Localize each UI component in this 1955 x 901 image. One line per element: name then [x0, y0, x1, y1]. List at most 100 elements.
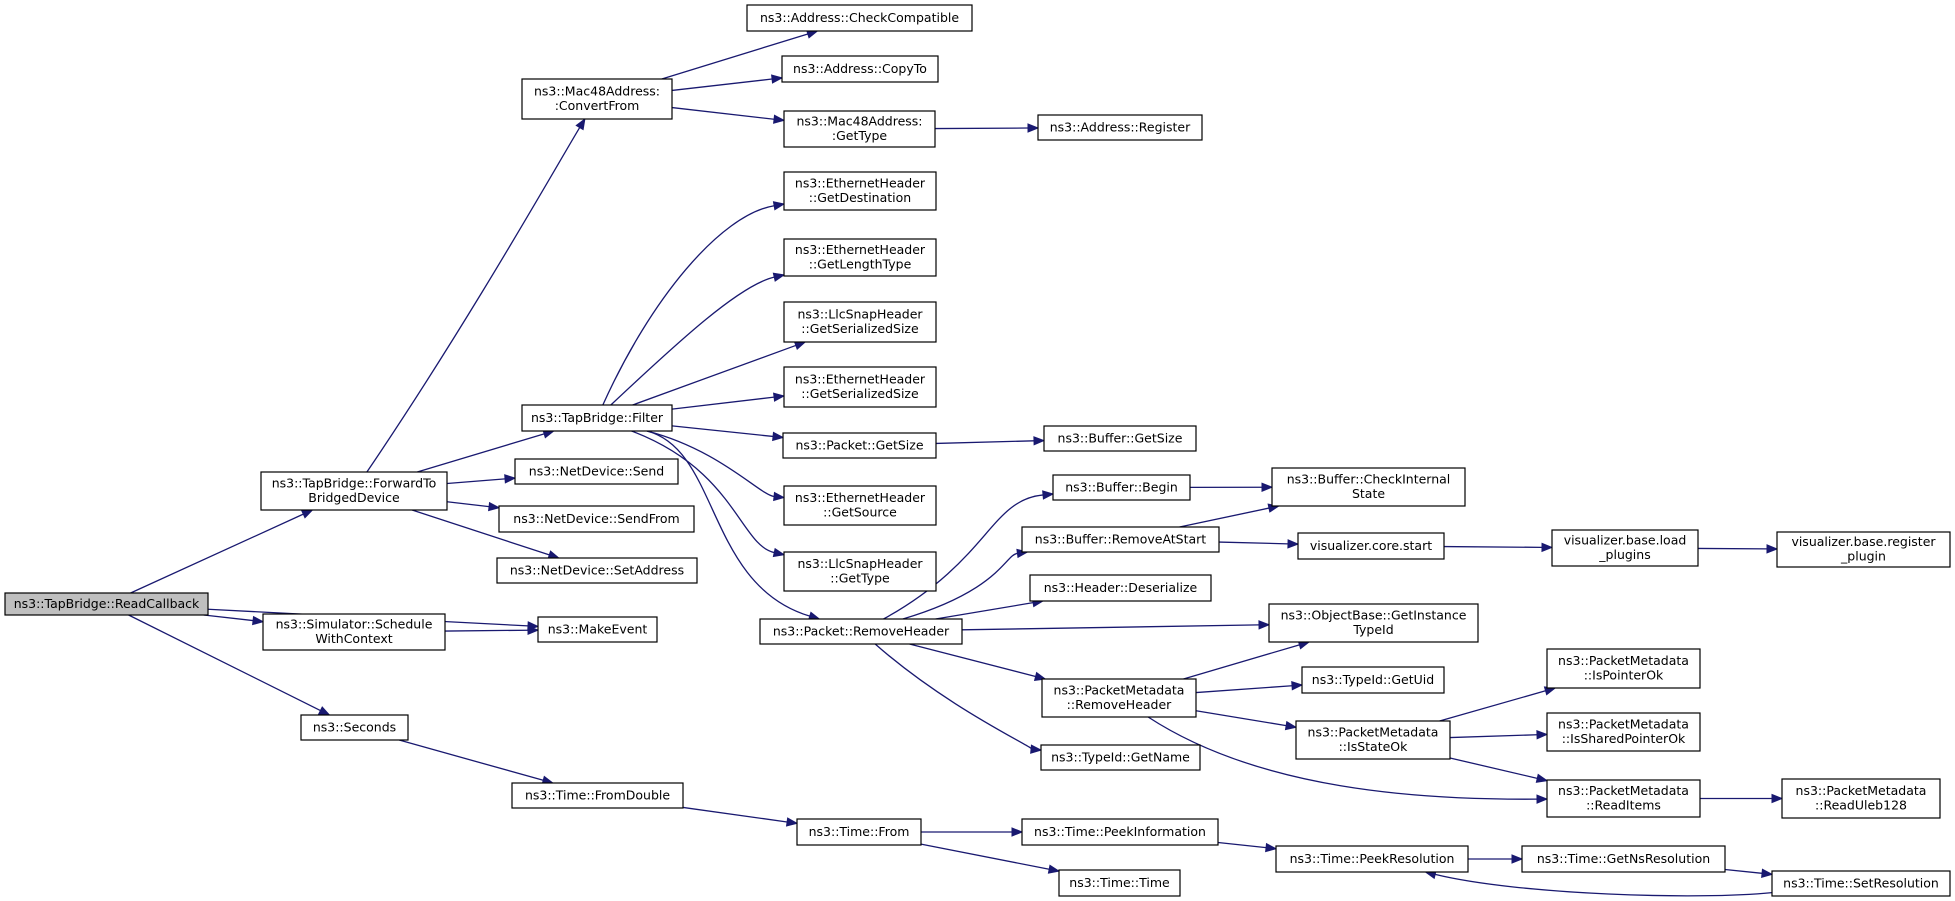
arrowhead	[1287, 539, 1300, 549]
edge-seconds-to-fromdouble	[398, 739, 555, 785]
call-graph-nodes: ns3::TapBridge::ReadCallback ns3::TapBrid…	[4, 4, 1951, 897]
node-copyto[interactable]: ns3::Address::CopyTo	[781, 55, 939, 83]
node-peekres[interactable]: ns3::Time::PeekResolution	[1275, 845, 1469, 873]
node-getdest[interactable]: ns3::EthernetHeader::GetDestination	[783, 171, 937, 211]
edge-filter-to-llcgettype	[631, 430, 786, 558]
node-label: ns3::NetDevice::SetAddress	[510, 562, 684, 577]
node-box	[498, 505, 695, 533]
node-label: ns3::Simulator::Schedule	[276, 617, 433, 632]
node-getsource[interactable]: ns3::EthernetHeader::GetSource	[783, 485, 937, 526]
node-pmremove[interactable]: ns3::PacketMetadata::RemoveHeader	[1041, 678, 1197, 718]
node-box	[1268, 603, 1479, 643]
edge-line	[1147, 716, 1538, 800]
node-box	[783, 485, 937, 526]
node-label: ::GetType	[830, 571, 890, 586]
node-checkcompat[interactable]: ns3::Address::CheckCompatible	[746, 4, 973, 32]
node-register[interactable]: ns3::Address::Register	[1037, 114, 1203, 141]
node-seconds[interactable]: ns3::Seconds	[300, 714, 409, 741]
arrowhead	[785, 817, 799, 827]
node-getuid[interactable]: ns3::TypeId::GetUid	[1301, 666, 1445, 694]
edge-pmremove-to-getinstance	[1183, 640, 1311, 680]
node-issharedok[interactable]: ns3::PacketMetadata::IsSharedPointerOk	[1546, 712, 1701, 752]
edge-pmremove-to-readitems	[1147, 716, 1549, 804]
node-setres[interactable]: ns3::Time::SetResolution	[1771, 870, 1951, 897]
node-bufremove[interactable]: ns3::Buffer::RemoveAtStart	[1021, 526, 1220, 553]
node-label: WithContext	[315, 631, 392, 646]
node-ethsersize[interactable]: ns3::EthernetHeader::GetSerializedSize	[783, 366, 937, 408]
node-bufbegin[interactable]: ns3::Buffer::Begin	[1052, 474, 1191, 501]
edge-line	[366, 127, 581, 473]
node-sendfrom[interactable]: ns3::NetDevice::SendFrom	[498, 505, 695, 533]
node-getlentype[interactable]: ns3::EthernetHeader::GetLengthType	[783, 238, 937, 277]
node-box	[1295, 720, 1451, 760]
node-getnsres[interactable]: ns3::Time::GetNsResolution	[1521, 845, 1726, 873]
edge-line	[920, 843, 1050, 870]
node-llcgettype[interactable]: ns3::LlcSnapHeader::GetType	[783, 551, 937, 592]
node-vizstart[interactable]: visualizer.core.start	[1297, 532, 1445, 560]
node-box	[514, 458, 679, 485]
node-label: ::GetSerializedSize	[801, 386, 919, 401]
node-peekinfo[interactable]: ns3::Time::PeekInformation	[1021, 818, 1219, 846]
node-label: ns3::TapBridge::ForwardTo	[272, 476, 437, 491]
node-label: :ConvertFrom	[555, 98, 640, 113]
edge-pmremove-to-isstateok	[1195, 710, 1298, 731]
node-box	[783, 301, 937, 343]
arrowhead	[252, 615, 265, 626]
node-pktgetsize[interactable]: ns3::Packet::GetSize	[782, 432, 937, 459]
node-box	[511, 782, 684, 809]
node-box	[537, 616, 658, 643]
edge-line	[671, 425, 774, 438]
node-filter[interactable]: ns3::TapBridge::Filter	[521, 404, 673, 432]
edge-getnsres-to-setres	[1724, 868, 1774, 878]
edge-timefrom-to-peekinfo	[921, 827, 1024, 837]
node-timefrom[interactable]: ns3::Time::From	[796, 818, 922, 846]
node-makeevent[interactable]: ns3::MakeEvent	[537, 616, 658, 643]
edge-root-to-schedule	[203, 614, 265, 626]
node-box	[496, 557, 698, 584]
edge-line	[671, 106, 775, 120]
node-isstateok[interactable]: ns3::PacketMetadata::IsStateOk	[1295, 720, 1451, 760]
node-label: ns3::Packet::GetSize	[795, 437, 923, 452]
node-box	[260, 471, 448, 511]
node-send[interactable]: ns3::NetDevice::Send	[514, 458, 679, 485]
edge-line	[444, 629, 529, 632]
node-label: _plugin	[1840, 549, 1886, 564]
node-box	[521, 78, 673, 120]
node-setaddress[interactable]: ns3::NetDevice::SetAddress	[496, 557, 698, 584]
node-convertfrom[interactable]: ns3::Mac48Address::ConvertFrom	[521, 78, 673, 120]
call-graph-edges	[128, 29, 1784, 897]
edge-line	[935, 440, 1035, 445]
node-vizload[interactable]: visualizer.base.load_plugins	[1551, 529, 1699, 567]
node-root[interactable]: ns3::TapBridge::ReadCallback	[4, 592, 209, 616]
node-fromdouble[interactable]: ns3::Time::FromDouble	[511, 782, 684, 809]
arrowhead	[1261, 482, 1274, 492]
node-vizregister[interactable]: visualizer.base.register_plugin	[1776, 531, 1951, 568]
node-box	[4, 592, 209, 616]
arrowhead	[773, 491, 786, 502]
node-box	[783, 551, 937, 592]
node-label: visualizer.core.start	[1310, 538, 1432, 553]
node-gettype48[interactable]: ns3::Mac48Address::GetType	[783, 110, 936, 148]
node-timetime[interactable]: ns3::Time::Time	[1058, 869, 1181, 897]
arrowhead	[772, 272, 786, 282]
edge-forward-to-convertfrom	[366, 117, 586, 473]
node-deserialize[interactable]: ns3::Header::Deserialize	[1029, 574, 1212, 602]
node-readitems[interactable]: ns3::PacketMetadata::ReadItems	[1546, 779, 1701, 818]
node-llcsersize[interactable]: ns3::LlcSnapHeader::GetSerializedSize	[783, 301, 937, 343]
node-label: ::GetSerializedSize	[801, 321, 919, 336]
node-box	[1546, 648, 1701, 689]
node-ispointerok[interactable]: ns3::PacketMetadata::IsPointerOk	[1546, 648, 1701, 689]
node-removeheader[interactable]: ns3::Packet::RemoveHeader	[759, 618, 963, 645]
node-readuleb[interactable]: ns3::PacketMetadata::ReadUleb128	[1781, 778, 1941, 819]
node-bufgetsize[interactable]: ns3::Buffer::GetSize	[1043, 425, 1197, 452]
node-getname[interactable]: ns3::TypeId::GetName	[1040, 744, 1201, 771]
node-label: ::IsPointerOk	[1584, 668, 1664, 683]
node-label: ns3::Address::Register	[1050, 119, 1191, 134]
arrowhead	[1511, 854, 1524, 864]
arrowhead	[1011, 827, 1024, 837]
node-label: ns3::Buffer::GetSize	[1058, 430, 1183, 445]
